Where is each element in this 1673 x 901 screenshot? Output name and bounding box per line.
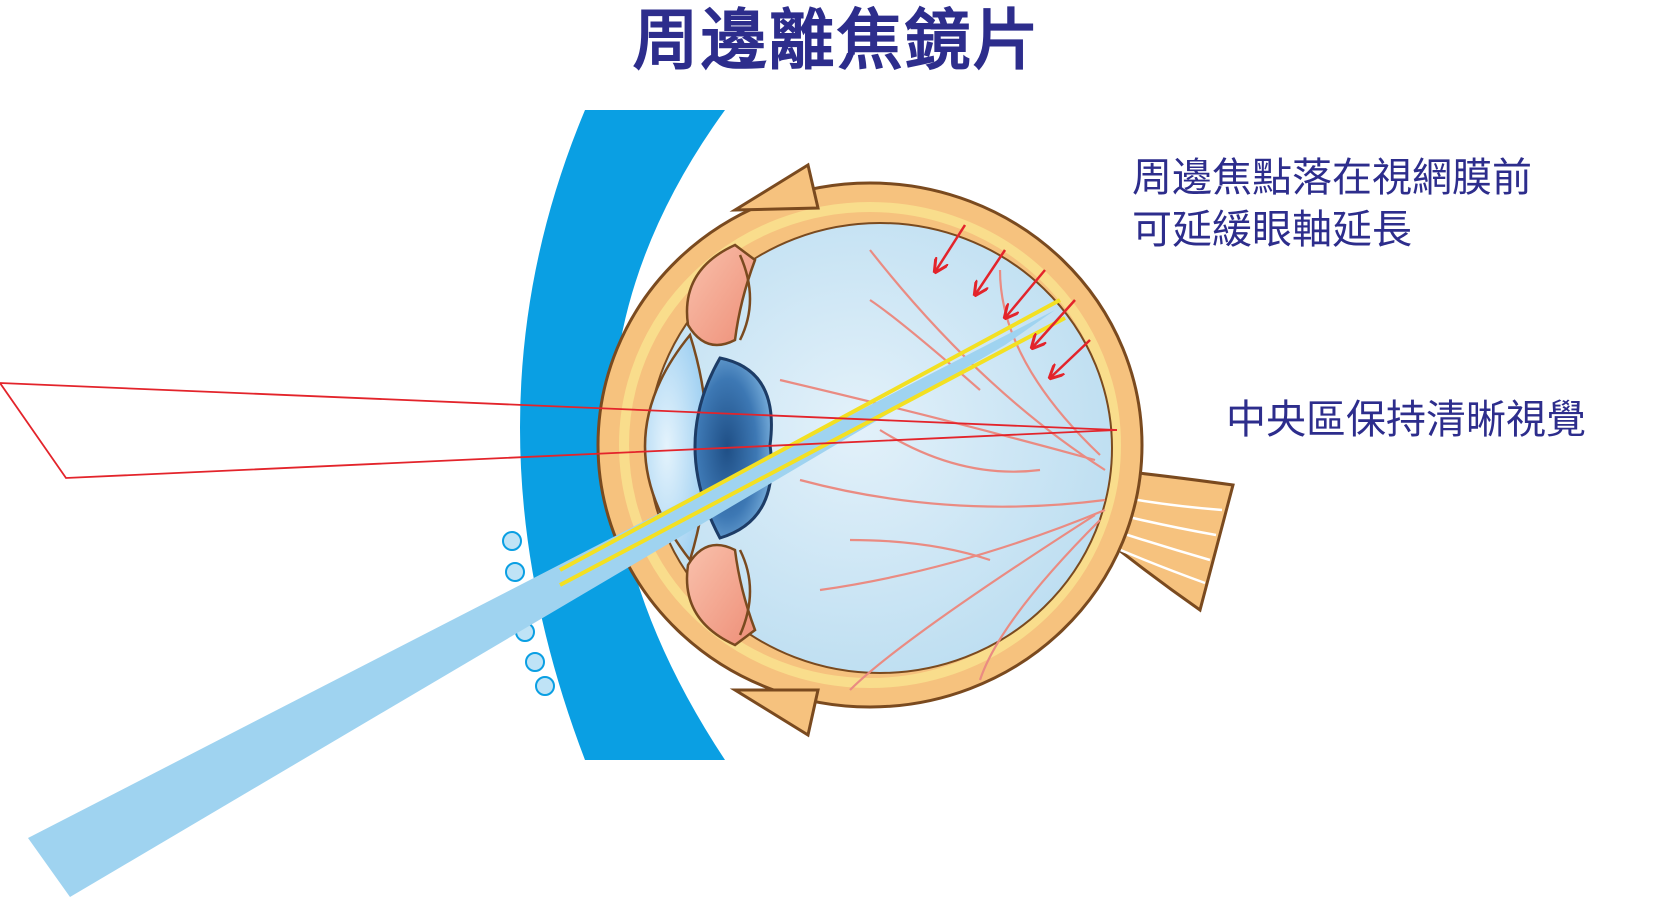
peripheral-focus-rays	[559, 298, 1066, 587]
eyelid-bottom	[729, 688, 820, 738]
lenslet	[535, 676, 555, 696]
peripheral-light-beam	[28, 310, 1055, 897]
peripheral-focus-caption: 周邊焦點落在視網膜前 可延緩眼軸延長	[1132, 152, 1532, 256]
choroid	[619, 202, 1121, 688]
central-clear-vision-caption: 中央區保持清晰視覺	[1226, 394, 1586, 446]
peripheral-caption-line-1: 周邊焦點落在視網膜前	[1132, 155, 1532, 201]
lenslets	[502, 531, 555, 696]
lenslet	[502, 531, 522, 551]
ciliary-body	[738, 549, 752, 636]
diagram-title: 周邊離焦鏡片	[632, 2, 1041, 79]
ciliary-body	[738, 254, 752, 341]
central-light-rays	[0, 382, 1118, 479]
peripheral-focus-arrows	[935, 224, 1091, 378]
eyelid-top	[729, 162, 820, 212]
iris-top	[685, 243, 757, 347]
iris-bottom	[685, 543, 757, 647]
lenslet	[505, 562, 525, 582]
peripheral-caption-line-2: 可延緩眼軸延長	[1132, 207, 1412, 253]
central-caption-line: 中央區保持清晰視覺	[1226, 397, 1586, 443]
lenslet	[525, 652, 545, 672]
